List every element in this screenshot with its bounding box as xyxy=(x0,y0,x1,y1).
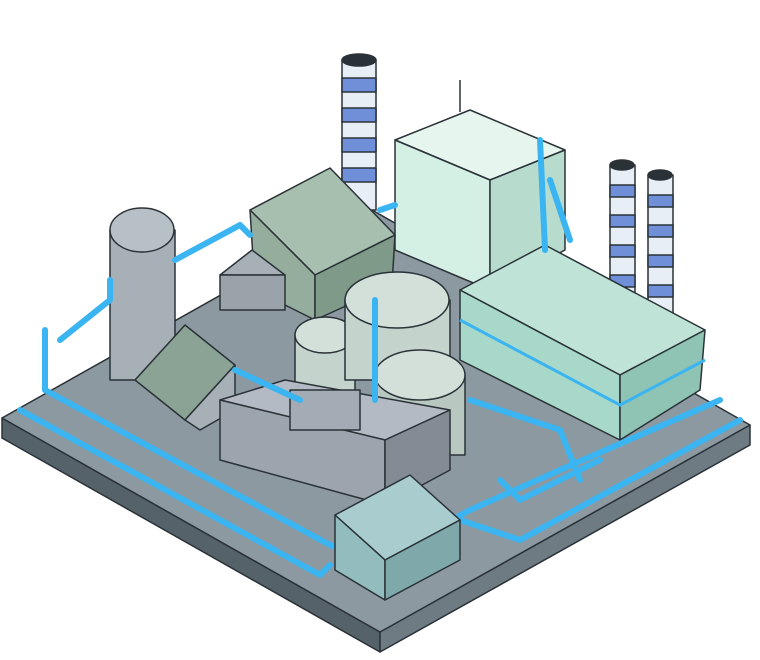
grain-bin xyxy=(219,249,286,311)
front-building xyxy=(334,474,461,601)
chimney-center xyxy=(341,53,377,211)
chimney-right-2 xyxy=(647,169,674,316)
main-building xyxy=(459,244,706,441)
control-tower xyxy=(394,80,566,291)
pipes xyxy=(17,137,743,578)
barn xyxy=(249,167,396,321)
